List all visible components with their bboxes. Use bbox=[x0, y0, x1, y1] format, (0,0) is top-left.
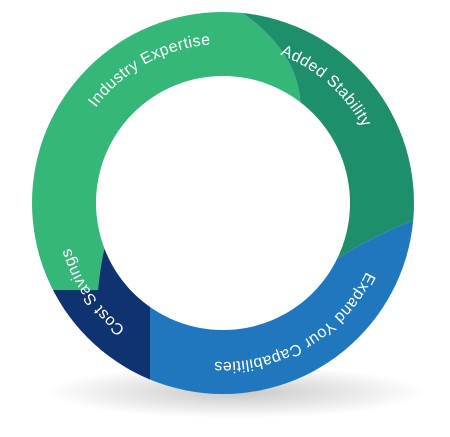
segment-industry-expertise bbox=[32, 12, 301, 290]
